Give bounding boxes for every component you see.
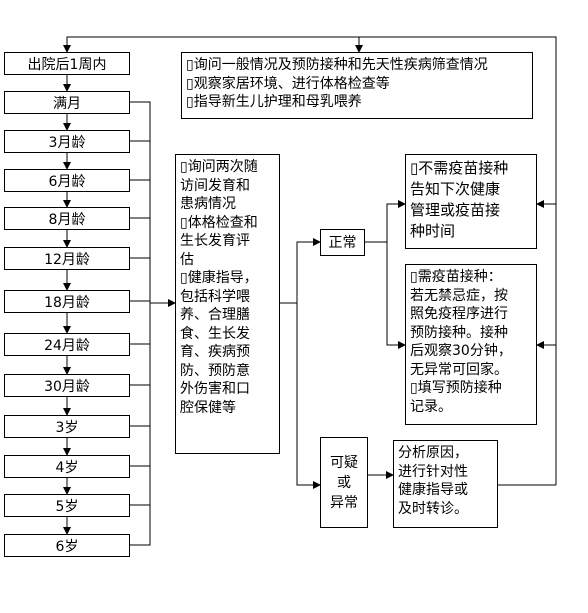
normal-label: 正常: [328, 234, 357, 251]
checkbox-icon: ▯: [180, 270, 188, 286]
stage-collector-line: [130, 101, 151, 546]
stage-box-10: 3岁: [4, 415, 130, 438]
stage-box-13: 6岁: [4, 534, 130, 557]
first-visit-task: ▯指导新生儿护理和母乳喂养: [186, 94, 362, 110]
normal-to-vaccine: [386, 242, 406, 349]
stage-box-12: 5岁: [4, 494, 130, 517]
first-visit-task: ▯观察家居环境、进行体格检查等: [186, 75, 390, 92]
checkbox-icon: ▯: [410, 269, 418, 285]
stage-label: 18月龄: [44, 294, 90, 311]
stage-label: 8月龄: [48, 211, 86, 228]
stage-box-7: 18月龄: [4, 290, 130, 313]
first-visit-tasks-box: ▯询问一般情况及预防接种和先天性疾病筛查情况 ▯观察家居环境、进行体格检查等 ▯…: [181, 52, 533, 119]
checkbox-icon: ▯: [410, 380, 418, 396]
checkbox-icon: ▯: [180, 159, 188, 175]
abnormal-label: 或: [337, 474, 351, 491]
stage-box-3: 3月龄: [4, 130, 130, 153]
stage-label: 30月龄: [44, 378, 90, 395]
stage-label: 24月龄: [44, 337, 90, 354]
stage-box-2: 满月: [4, 91, 130, 114]
branch-line: [280, 238, 321, 304]
first-visit-task: ▯询问一般情况及预防接种和先天性疾病筛查情况: [186, 57, 488, 73]
branch-to-abnormal: [296, 303, 321, 489]
stage-label: 5岁: [55, 498, 79, 515]
stage-box-5: 8月龄: [4, 207, 130, 230]
checkbox-icon: ▯: [186, 57, 194, 73]
stage-label: 出院后1周内: [27, 56, 107, 73]
abnormal-label: 异常: [330, 494, 358, 511]
normal-branch-line: [365, 200, 406, 243]
checkbox-icon: ▯: [410, 159, 419, 177]
stage-label: 6岁: [55, 538, 79, 555]
stage-box-8: 24月龄: [4, 333, 130, 356]
stage-box-6: 12月龄: [4, 247, 130, 270]
checkbox-icon: ▯: [186, 75, 194, 92]
return-loop-line: [63, 36, 557, 485]
checkbox-icon: ▯: [180, 214, 188, 231]
stage-box-4: 6月龄: [4, 169, 130, 192]
stage-label: 4岁: [55, 459, 79, 476]
stage-box-1: 出院后1周内: [4, 52, 130, 75]
abnormal-box: 可疑 或 异常: [320, 437, 368, 528]
followup-tasks-box: ▯询问两次随 访间发育和 患病情况 ▯体格检查和 生长发育评 估 ▯健康指导， …: [175, 154, 280, 454]
analysis-box: 分析原因， 进行针对性 健康指导或 及时转诊。: [393, 440, 498, 528]
vaccine-box: ▯需疫苗接种： 若无禁忌症，按 照免疫程序进行 预防接种。接种 后观察30分钟，…: [405, 264, 537, 425]
stage-box-11: 4岁: [4, 455, 130, 478]
checkbox-icon: ▯: [186, 94, 194, 110]
stage-label: 3岁: [55, 419, 79, 436]
stage-label: 6月龄: [48, 173, 86, 190]
abnormal-label: 可疑: [330, 454, 358, 471]
normal-box: 正常: [320, 229, 365, 256]
stage-box-9: 30月龄: [4, 374, 130, 397]
stage-label: 满月: [53, 95, 81, 112]
stage-label: 12月龄: [44, 251, 90, 268]
no-vaccine-box: ▯不需疫苗接种 告知下次健康 管理或疫苗接 种时间: [405, 154, 537, 249]
stage-label: 3月龄: [48, 134, 86, 151]
